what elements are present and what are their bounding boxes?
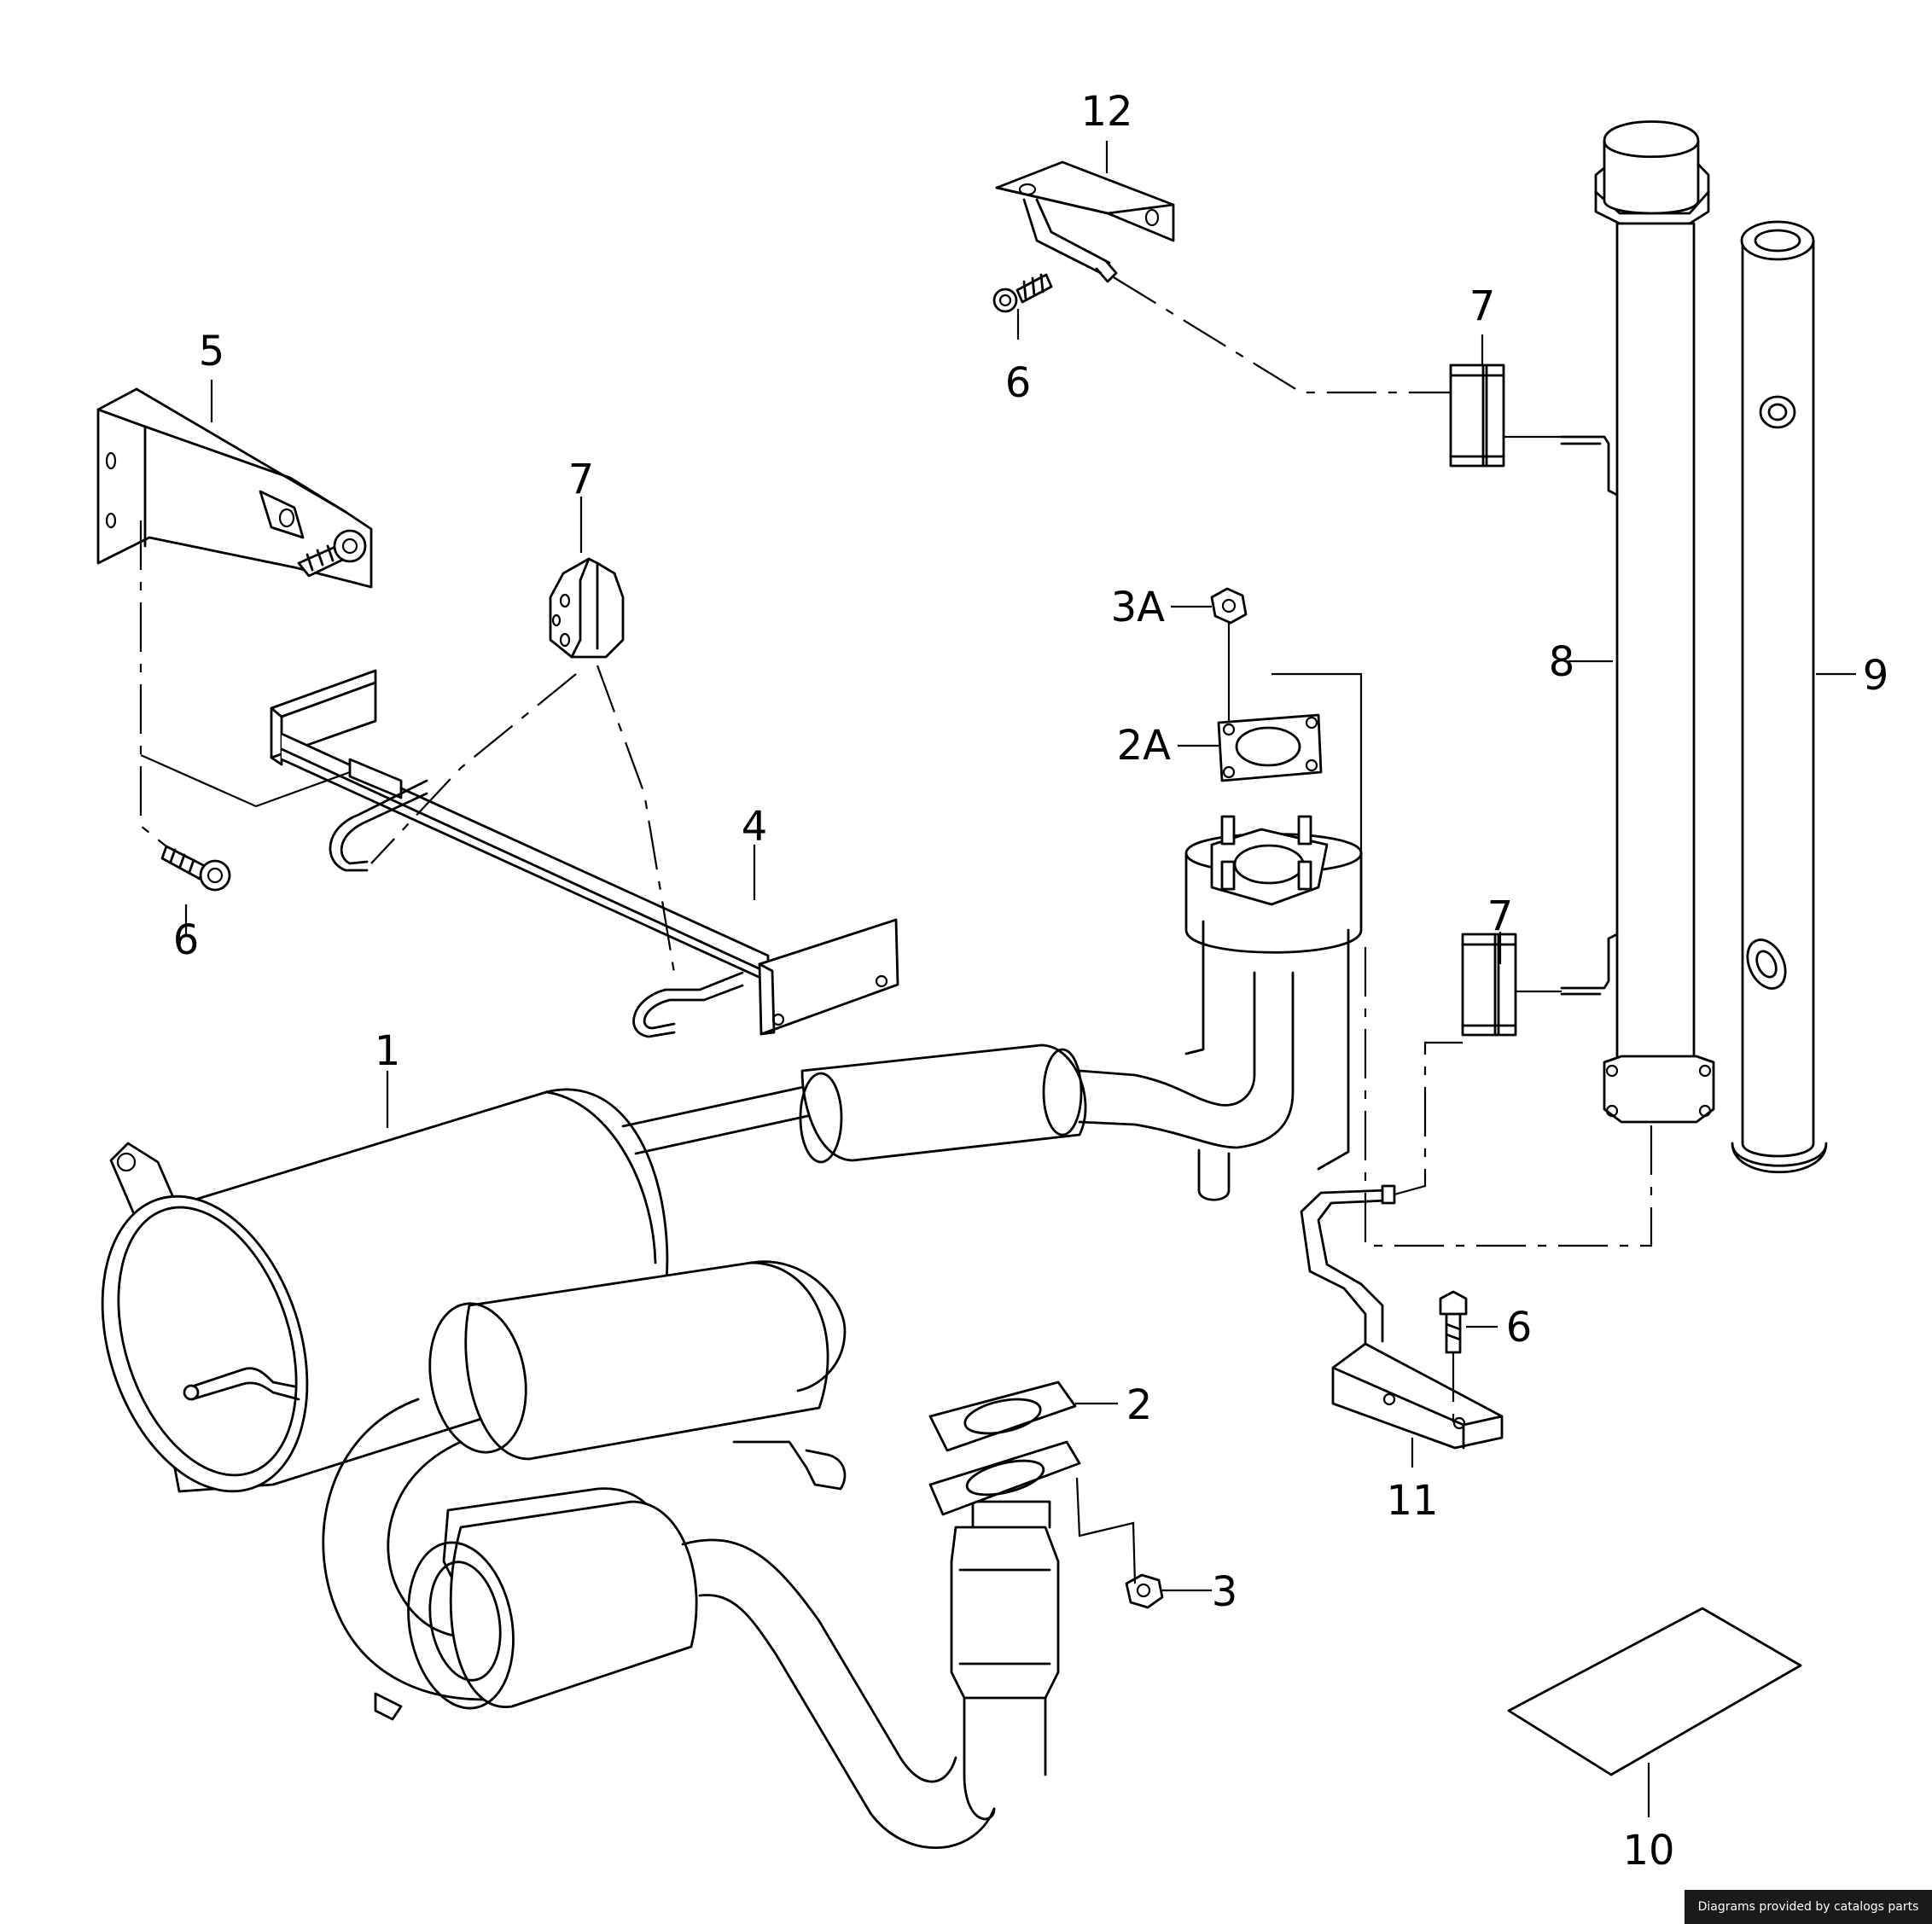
part-1-front-pipe-catalyst[interactable] [322,1260,1060,1849]
part-12-hanger-bracket[interactable] [995,160,1175,283]
callout-2: 2 [1126,1381,1153,1429]
part-6-bolt-left[interactable] [160,845,231,892]
part-2-gasket[interactable] [928,1381,1081,1516]
part-1-rear-silencer[interactable] [67,1082,821,1518]
part-3a-nut[interactable] [1210,587,1248,625]
callout-6-right: 6 [1506,1304,1533,1351]
part-7-rubber-mount-lower[interactable] [1461,933,1517,1037]
part-7-rubber-mount-left[interactable] [549,557,625,659]
callout-2a: 2A [1117,722,1172,770]
callout-labels: 12 6 7 5 7 3A 8 9 2A 4 6 7 1 6 2 11 3 10 [173,88,1889,1875]
part-3-nut[interactable] [1125,1573,1164,1609]
callout-7-upper: 7 [1469,282,1496,330]
leader-lines [139,141,1856,1817]
callout-6-upper: 6 [1005,359,1032,407]
callout-10: 10 [1622,1827,1674,1875]
callout-7-left: 7 [568,456,595,503]
callout-4: 4 [742,803,768,851]
part-5-bracket[interactable] [96,387,373,589]
part-7-rubber-mount-upper[interactable] [1449,363,1505,468]
callout-3: 3 [1212,1568,1238,1616]
callout-7-lower: 7 [1487,892,1514,940]
part-6-bolt-right[interactable] [1439,1290,1468,1354]
credit-banner: Diagrams provided by catalogs parts [1685,1890,1932,1924]
callout-6-left: 6 [173,916,200,964]
callout-5: 5 [199,328,225,375]
part-10-instruction-sheet[interactable] [1507,1607,1802,1776]
callout-11: 11 [1386,1477,1438,1525]
callout-8: 8 [1549,638,1575,686]
callout-1: 1 [375,1027,401,1075]
part-2a-gasket[interactable] [1217,713,1323,782]
callout-9: 9 [1863,652,1889,700]
part-11-bracket[interactable] [1300,1184,1504,1450]
callout-12: 12 [1080,88,1132,136]
callout-3a: 3A [1111,584,1166,631]
part-8-tailpipe[interactable] [1560,120,1715,1124]
part-1-middle-silencer[interactable] [799,815,1363,1201]
part-6-bolt-upper[interactable] [992,273,1053,313]
part-9-tailpipe-trim[interactable] [1731,220,1828,1174]
part-4-crossmember[interactable] [270,669,899,1038]
